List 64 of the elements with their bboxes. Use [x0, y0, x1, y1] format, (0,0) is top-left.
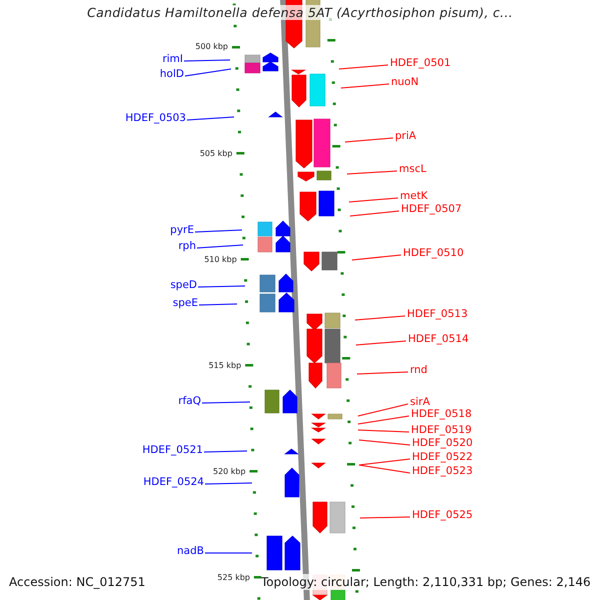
gene-label: HDEF_0520: [412, 437, 473, 450]
gene-label: HDEF_0523: [412, 465, 473, 478]
gene-label: holD: [160, 68, 184, 81]
gene-label: nadB: [177, 545, 204, 558]
gene-label: rph: [178, 240, 196, 253]
gene-label: HDEF_0519: [411, 424, 472, 437]
gene-label: sirA: [410, 396, 430, 409]
gene-label: HDEF_0510: [403, 247, 464, 260]
gene-label: rimI: [162, 53, 183, 66]
gene-label: pyrE: [170, 224, 194, 237]
leader-line: [340, 84, 390, 88]
gene-label: HDEF_0501: [390, 57, 451, 70]
leader-line: [184, 68, 232, 76]
gene-label: HDEF_0507: [401, 203, 462, 216]
leader-line: [194, 230, 242, 232]
leader-line: [204, 552, 252, 554]
gene-label: HDEF_0524: [143, 476, 204, 489]
gene-label: HDEF_0521: [142, 444, 203, 457]
leader-line: [344, 138, 394, 142]
gene-label: speD: [170, 279, 197, 292]
leader-line: [356, 340, 406, 346]
scale-label: 520 kbp: [212, 467, 246, 477]
leader-line: [186, 116, 234, 120]
leader-line: [184, 60, 230, 62]
gene-label: HDEF_0522: [412, 451, 473, 464]
gene-label: HDEF_0514: [408, 333, 469, 346]
leader-line: [350, 210, 400, 216]
leader-line: [358, 416, 410, 424]
gene-label: rnd: [410, 364, 428, 377]
scale-label: 500 kbp: [194, 42, 228, 52]
gene-label: priA: [395, 130, 416, 143]
leader-line: [348, 198, 398, 202]
gene-label: HDEF_0518: [411, 408, 472, 421]
gene-label: HDEF_0525: [412, 509, 473, 522]
leader-line: [354, 316, 406, 320]
footer-text: Accession: NC_012751: [9, 574, 146, 590]
leader-line: [358, 440, 410, 446]
leader-line: [352, 254, 402, 260]
footer-text: Topology: circular; Length: 2,110,331 bp; Genes: 2,146: [261, 574, 591, 590]
scale-label: 510 kbp: [203, 255, 237, 265]
scale-label: 515 kbp: [208, 361, 242, 371]
gene-label: metK: [400, 190, 428, 203]
gene-label: HDEF_0513: [407, 308, 468, 321]
leader-line: [198, 304, 238, 306]
leader-line: [204, 450, 248, 452]
leader-line: [358, 464, 410, 474]
leader-line: [204, 482, 252, 484]
leader-line: [358, 458, 410, 466]
leader-line: [358, 404, 408, 416]
scale-label: 525 kbp: [216, 573, 250, 583]
leader-line: [198, 286, 246, 288]
gene-label: HDEF_0503: [125, 112, 186, 125]
leader-line: [356, 372, 408, 374]
leader-line: [338, 64, 388, 70]
leader-line: [202, 402, 250, 404]
leader-line: [360, 516, 410, 518]
leader-line: [196, 244, 244, 248]
gene-label: nuoN: [391, 76, 419, 89]
leader-line: [358, 430, 410, 432]
scale-label: 505 kbp: [198, 149, 232, 159]
leader-line: [346, 170, 398, 174]
gene-label: rfaQ: [178, 395, 201, 408]
gene-label: speE: [172, 297, 198, 310]
gene-label: mscL: [399, 163, 426, 176]
